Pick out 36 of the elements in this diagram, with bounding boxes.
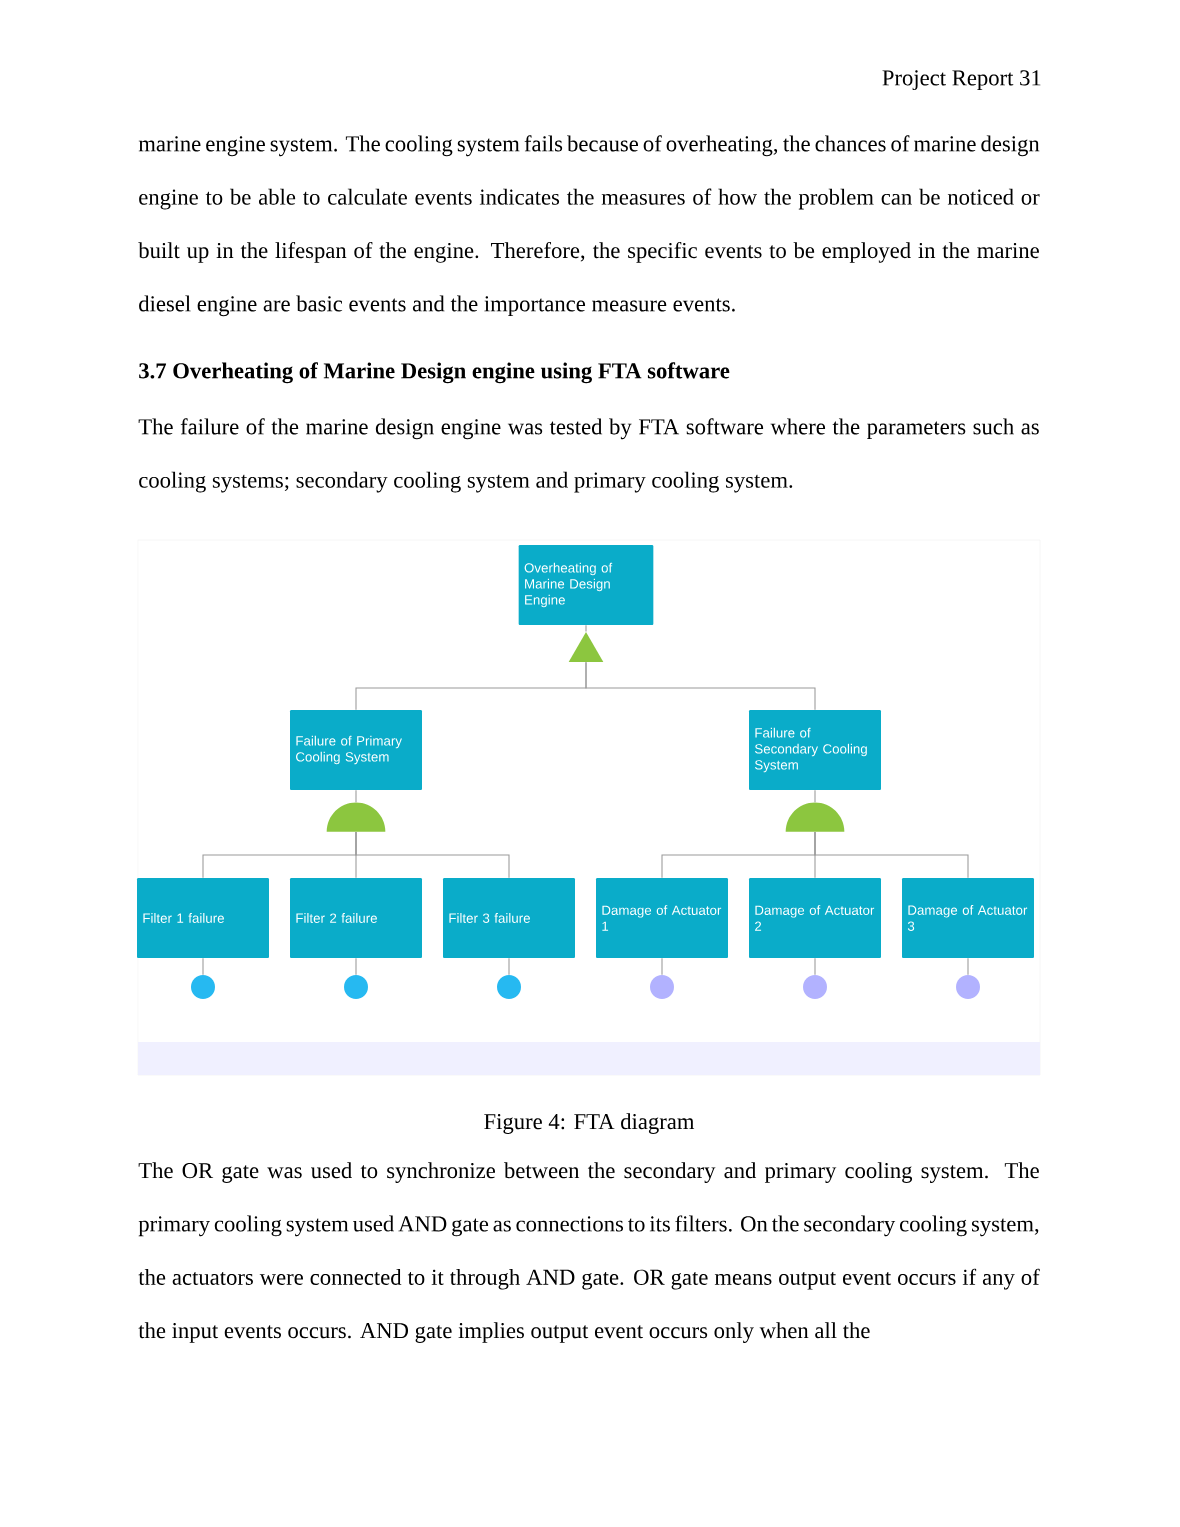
gate-symbol — [785, 802, 845, 832]
event-box: Failure of Secondary Cooling System — [749, 710, 881, 790]
connector-line — [585, 661, 816, 711]
event-box: Filter 3 failure — [443, 878, 575, 958]
event-box: Damage of Actuator 2 — [749, 878, 881, 958]
connector-line — [355, 831, 510, 879]
basic-event-circle — [344, 975, 368, 999]
basic-event-circle — [497, 975, 521, 999]
connector-line — [661, 957, 663, 976]
connector-line — [814, 957, 816, 976]
connector-line — [355, 957, 357, 976]
gate-symbol — [568, 632, 604, 662]
gate-symbol — [326, 802, 386, 832]
connector-line — [814, 789, 816, 803]
body-paragraph: The OR gate was used to synchronize between the secondary and primary cooling system. The primary cooling system used AND gate as connections to its filters. On the secondary cooling system, the actuators were connected to it through AND gate. OR gate means output event occurs if any of the input events occurs. AND gate implies output event occurs only when all the — [138, 1162, 1040, 1343]
event-box: Damage of Actuator 1 — [596, 878, 728, 958]
event-box: Filter 2 failure — [290, 878, 422, 958]
body-paragraph: marine engine system. The cooling system fails because of overheating, the chances of marine design engine to be able to calculate events indicates the measures of how the problem can be noticed or built up in the lifespan of the engine. Therefore, the specific events to be employed in the marine diesel engine are basic events and the importance measure events. — [138, 135, 1040, 317]
body-paragraph: The failure of the marine design engine was tested by FTA software where the parameters such as cooling systems; secondary cooling system and primary cooling system. — [138, 418, 1039, 493]
connector-line — [585, 624, 587, 632]
connector-line — [814, 831, 969, 879]
event-box: Filter 1 failure — [137, 878, 269, 958]
section-heading: 3.7 Overheating of Marine Design engine using FTA software — [139, 362, 730, 384]
event-box: Damage of Actuator 3 — [902, 878, 1034, 958]
basic-event-circle — [650, 975, 674, 999]
basic-event-circle — [956, 975, 980, 999]
figure-caption: Figure 4: FTA diagram — [484, 1113, 695, 1134]
page-header: Project Report 31 — [882, 70, 1041, 91]
connector-line — [967, 957, 969, 976]
connector-line — [508, 957, 510, 976]
connector-line — [355, 789, 357, 803]
basic-event-circle — [191, 975, 215, 999]
basic-event-circle — [803, 975, 827, 999]
event-box: Failure of Primary Cooling System — [290, 710, 422, 790]
connector-line — [202, 957, 204, 976]
event-box: Overheating of Marine Design Engine — [518, 545, 654, 625]
